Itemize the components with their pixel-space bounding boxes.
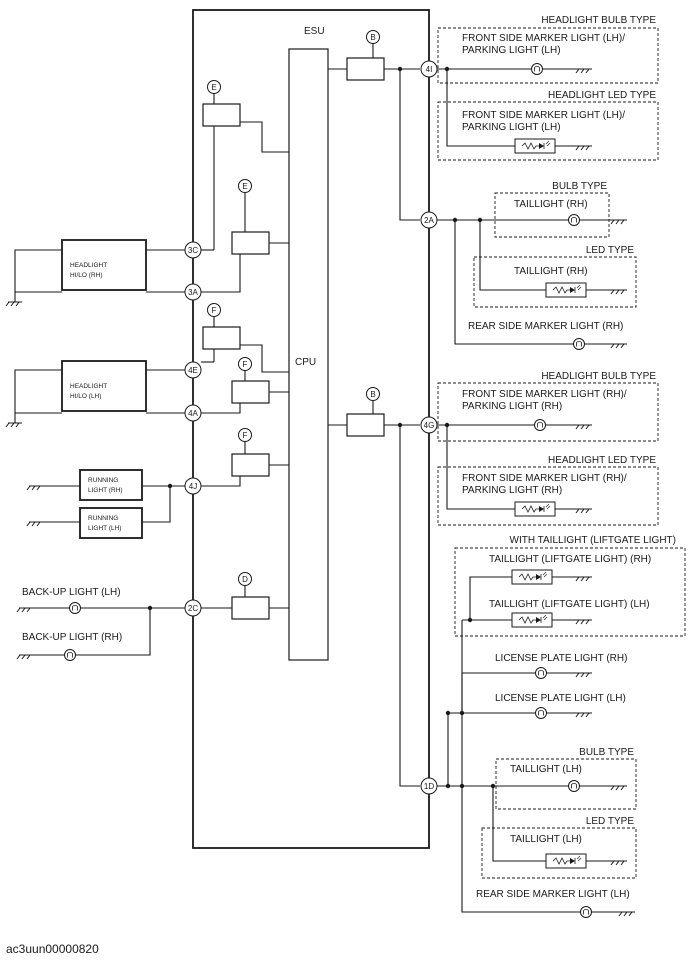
- cpu-block: [288, 48, 329, 661]
- svg-text:BULB TYPE: BULB TYPE: [579, 747, 634, 758]
- led-type-frame-lh: [481, 827, 637, 879]
- relay-f1: [202, 326, 241, 350]
- svg-text:TAILLIGHT (RH): TAILLIGHT (RH): [514, 199, 588, 210]
- relay-e-lower: [231, 231, 270, 255]
- svg-text:LED TYPE: LED TYPE: [586, 245, 634, 256]
- terminal-4i: 4I: [420, 60, 438, 78]
- svg-text:E: E: [211, 83, 216, 92]
- backup-light-rh-label: BACK-UP LIGHT (RH): [22, 632, 122, 643]
- svg-text:HEADLIGHT LED TYPE: HEADLIGHT LED TYPE: [548, 455, 656, 466]
- svg-text:HI/LO (LH): HI/LO (LH): [70, 393, 101, 400]
- svg-text:TAILLIGHT (LIFTGATE LIGHT) (LH: TAILLIGHT (LIFTGATE LIGHT) (LH): [489, 599, 650, 610]
- with-taillight-liftgate-label: WITH TAILLIGHT (LIFTGATE LIGHT): [510, 535, 677, 546]
- rear-marker-rh-label: REAR SIDE MARKER LIGHT (RH): [468, 321, 623, 332]
- relay-b-lower: [346, 413, 385, 437]
- svg-text:3C: 3C: [188, 246, 198, 255]
- running-light-lh-box: [79, 507, 143, 539]
- svg-text:HEADLIGHT: HEADLIGHT: [70, 262, 107, 269]
- led-type-frame-rh: [473, 256, 637, 308]
- terminal-4a: 4A: [184, 404, 202, 422]
- backup-light-lh-bulb: [69, 602, 81, 614]
- terminal-2c: 2C: [184, 599, 202, 617]
- headlight-led-type-frame-lh: [437, 101, 659, 161]
- svg-text:FRONT SIDE MARKER LIGHT (RH)/: FRONT SIDE MARKER LIGHT (RH)/: [462, 473, 627, 484]
- svg-text:B: B: [370, 390, 375, 399]
- headlight-bulb-type-frame-lh: [437, 27, 659, 84]
- relay-e-upper: [202, 103, 241, 127]
- svg-text:TAILLIGHT (LIFTGATE LIGHT) (RH: TAILLIGHT (LIFTGATE LIGHT) (RH): [489, 554, 651, 565]
- svg-text:PARKING LIGHT (LH): PARKING LIGHT (LH): [462, 122, 561, 133]
- terminal-4e: 4E: [184, 361, 202, 379]
- cpu-label: CPU: [295, 357, 316, 368]
- relay-b-upper: [346, 57, 385, 81]
- svg-text:E: E: [242, 182, 247, 191]
- terminal-3c: 3C: [184, 241, 202, 259]
- terminal-4j: 4J: [184, 477, 202, 495]
- svg-text:BULB TYPE: BULB TYPE: [552, 181, 607, 192]
- svg-text:TAILLIGHT (LH): TAILLIGHT (LH): [510, 834, 582, 845]
- svg-text:PARKING LIGHT (LH): PARKING LIGHT (LH): [462, 45, 561, 56]
- svg-text:LED TYPE: LED TYPE: [586, 816, 634, 827]
- bulb-type-frame-rh: [494, 192, 610, 238]
- svg-text:LIGHT (LH): LIGHT (LH): [88, 525, 121, 532]
- svg-text:RUNNING: RUNNING: [88, 477, 118, 484]
- svg-text:TAILLIGHT (RH): TAILLIGHT (RH): [514, 266, 588, 277]
- svg-text:2A: 2A: [424, 216, 434, 225]
- svg-text:2C: 2C: [188, 604, 198, 613]
- svg-text:F: F: [243, 360, 248, 369]
- svg-text:3A: 3A: [188, 288, 198, 297]
- svg-text:LICENSE PLATE LIGHT (RH): LICENSE PLATE LIGHT (RH): [495, 653, 627, 664]
- headlight-led-type-frame-rh: [437, 466, 659, 526]
- svg-text:HI/LO (RH): HI/LO (RH): [70, 272, 103, 279]
- terminal-1d: 1D: [420, 777, 438, 795]
- running-light-rh-box: [79, 469, 143, 501]
- backup-light-rh-bulb: [64, 649, 76, 661]
- svg-text:LICENSE PLATE LIGHT (LH): LICENSE PLATE LIGHT (LH): [495, 693, 626, 704]
- svg-text:PARKING LIGHT (RH): PARKING LIGHT (RH): [462, 401, 562, 412]
- svg-text:F: F: [243, 431, 248, 440]
- headlight-bulb-type-frame-rh: [437, 382, 659, 442]
- svg-text:HEADLIGHT BULB TYPE: HEADLIGHT BULB TYPE: [541, 371, 656, 382]
- relay-d: [231, 596, 270, 620]
- svg-text:D: D: [242, 575, 248, 584]
- rear-marker-lh-label: REAR SIDE MARKER LIGHT (LH): [476, 889, 630, 900]
- svg-text:HEADLIGHT: HEADLIGHT: [70, 383, 107, 390]
- svg-text:F: F: [212, 306, 217, 315]
- headlight-rh-box: [61, 239, 147, 291]
- svg-text:4J: 4J: [189, 482, 197, 491]
- terminal-4g: 4G: [420, 416, 438, 434]
- svg-text:FRONT SIDE MARKER LIGHT (LH)/: FRONT SIDE MARKER LIGHT (LH)/: [462, 33, 625, 44]
- svg-text:4I: 4I: [426, 65, 433, 74]
- relay-f3: [231, 453, 270, 477]
- svg-text:TAILLIGHT (LH): TAILLIGHT (LH): [510, 764, 582, 775]
- svg-text:HEADLIGHT LED TYPE: HEADLIGHT LED TYPE: [548, 90, 656, 101]
- figure-id: ac3uun00000820: [6, 942, 99, 956]
- svg-text:LIGHT (RH): LIGHT (RH): [88, 487, 123, 494]
- svg-text:HEADLIGHT BULB TYPE: HEADLIGHT BULB TYPE: [541, 15, 656, 26]
- svg-text:FRONT SIDE MARKER LIGHT (LH)/: FRONT SIDE MARKER LIGHT (LH)/: [462, 110, 625, 121]
- svg-text:4E: 4E: [188, 366, 198, 375]
- relay-f2: [231, 380, 270, 404]
- liftgate-frame: [454, 547, 686, 637]
- svg-text:4A: 4A: [188, 409, 198, 418]
- svg-text:RUNNING: RUNNING: [88, 515, 118, 522]
- headlight-lh-box: [61, 360, 147, 412]
- svg-text:PARKING LIGHT (RH): PARKING LIGHT (RH): [462, 485, 562, 496]
- bulb-type-frame-lh: [495, 758, 637, 810]
- esu-label: ESU: [304, 26, 325, 37]
- svg-text:1D: 1D: [424, 782, 434, 791]
- svg-text:4G: 4G: [424, 421, 435, 430]
- svg-text:B: B: [370, 33, 375, 42]
- terminal-2a: 2A: [420, 211, 438, 229]
- svg-text:FRONT SIDE MARKER LIGHT (RH)/: FRONT SIDE MARKER LIGHT (RH)/: [462, 389, 627, 400]
- backup-light-lh-label: BACK-UP LIGHT (LH): [22, 587, 121, 598]
- terminal-3a: 3A: [184, 283, 202, 301]
